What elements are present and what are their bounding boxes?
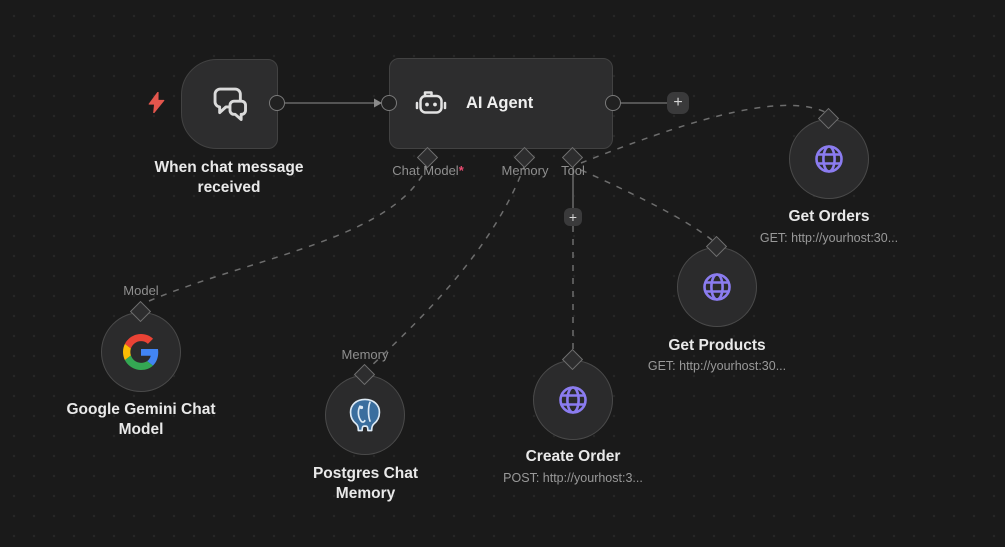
robot-icon <box>415 90 447 114</box>
node-label-chat-trigger: When chat message received <box>154 159 304 197</box>
wire-arrowhead <box>374 98 382 108</box>
add-tool-button[interactable]: + <box>564 208 582 226</box>
node-sublabel-get-orders: GET: http://yourhost:30... <box>759 231 899 245</box>
node-ai-agent[interactable]: AI Agent <box>389 58 613 149</box>
port-label-memory: Memory <box>501 163 549 178</box>
node-sublabel-create-order: POST: http://yourhost:3... <box>503 471 643 485</box>
lightning-bolt-icon <box>148 92 165 113</box>
wire-tool-to-getproducts[interactable] <box>580 169 713 241</box>
port-label-model: Model <box>123 283 159 298</box>
port-label-postgres-memory: Memory <box>341 347 389 362</box>
node-label-postgres-memory: Postgres Chat Memory <box>312 465 419 503</box>
node-label-google-gemini: Google Gemini Chat Model <box>66 401 216 439</box>
node-label-create-order: Create Order <box>525 448 621 465</box>
node-get-orders[interactable] <box>789 119 869 199</box>
globe-icon <box>703 273 731 301</box>
port-label-chat-model: Chat Model* <box>373 163 483 178</box>
node-label-get-orders: Get Orders <box>788 208 870 225</box>
port-label-tool: Tool <box>561 163 585 178</box>
node-chat-trigger[interactable] <box>181 59 278 149</box>
globe-icon <box>559 386 587 414</box>
node-google-gemini-chat-model[interactable] <box>101 312 181 392</box>
port-output-ai-agent[interactable] <box>605 95 621 111</box>
node-create-order[interactable] <box>533 360 613 440</box>
node-sublabel-get-products: GET: http://yourhost:30... <box>647 359 787 373</box>
node-postgres-chat-memory[interactable] <box>325 375 405 455</box>
chat-bubbles-icon <box>213 87 247 121</box>
wire-tool-to-getorders[interactable] <box>580 104 826 164</box>
port-label-chat-model-text: Chat Model <box>392 163 459 178</box>
node-get-products[interactable] <box>677 247 757 327</box>
globe-icon <box>815 145 843 173</box>
port-output-chat-trigger[interactable] <box>269 95 285 111</box>
port-input-ai-agent[interactable] <box>381 95 397 111</box>
wire-memory-to-postgres[interactable] <box>369 163 526 368</box>
required-marker: * <box>458 163 464 178</box>
google-g-icon <box>123 334 159 370</box>
node-label-get-products: Get Products <box>668 337 766 354</box>
add-node-button-main[interactable]: + <box>667 92 689 114</box>
postgres-elephant-icon <box>349 398 381 432</box>
wire-chatmodel-to-gemini[interactable] <box>148 163 429 302</box>
node-title-ai-agent: AI Agent <box>466 94 534 112</box>
